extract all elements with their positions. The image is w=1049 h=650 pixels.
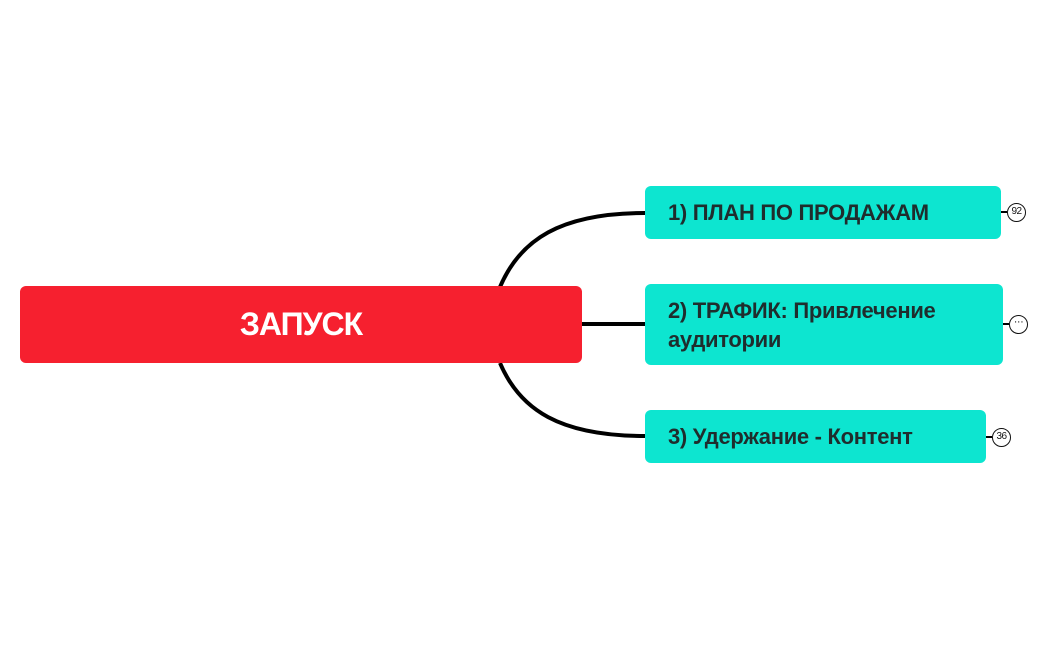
connector-to-node-3 bbox=[498, 362, 646, 438]
collapsed-count-badge[interactable]: 92 bbox=[1007, 203, 1026, 222]
more-options-badge[interactable]: ··· bbox=[1009, 315, 1028, 334]
branch-node-retention[interactable]: 3) Удержание - Контент bbox=[645, 410, 986, 463]
branch-node-label: 1) ПЛАН ПО ПРОДАЖАМ bbox=[668, 200, 929, 225]
root-node[interactable]: ЗАПУСК bbox=[20, 286, 582, 363]
branch-node-traffic[interactable]: 2) ТРАФИК: Привлечение аудитории bbox=[645, 284, 1003, 365]
connector-to-node-1 bbox=[498, 211, 646, 288]
branch-node-sales-plan[interactable]: 1) ПЛАН ПО ПРОДАЖАМ bbox=[645, 186, 1001, 239]
collapsed-count-badge[interactable]: 36 bbox=[992, 428, 1011, 447]
branch-node-label: 2) ТРАФИК: Привлечение аудитории bbox=[668, 297, 936, 352]
branch-node-label: 3) Удержание - Контент bbox=[668, 424, 913, 449]
root-node-label: ЗАПУСК bbox=[239, 306, 363, 342]
